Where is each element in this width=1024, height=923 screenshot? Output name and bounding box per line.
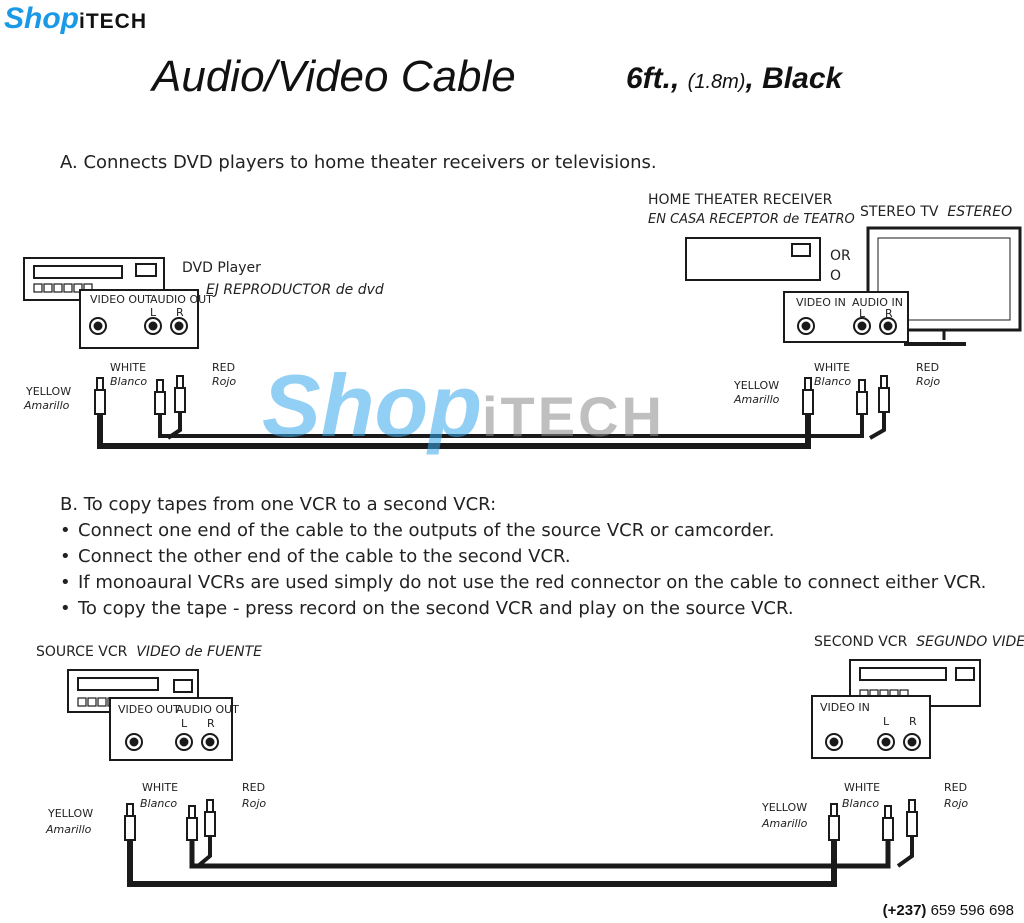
watermark-shop-text: Shop (262, 356, 482, 455)
dvd-panel-right: R (176, 306, 184, 319)
instruction-list: Connect one end of the cable to the outp… (60, 518, 986, 622)
source-vcr-panel-right: R (207, 717, 215, 730)
instruction-item: To copy the tape - press record on the s… (60, 596, 986, 622)
b-right-white-label: WHITE (844, 781, 881, 794)
section-b-heading: B. To copy tapes from one VCR to a secon… (60, 494, 497, 515)
instruction-item: Connect the other end of the cable to th… (60, 544, 986, 570)
a-right-red-label-es: Rojo (916, 375, 941, 388)
brand-logo: ShopiTECH (4, 2, 147, 36)
b-right-red-label-es: Rojo (944, 797, 969, 810)
second-vcr-label: SECOND VCR SEGUNDO VIDEO (814, 634, 1024, 650)
receiver-illustration (685, 237, 821, 281)
tv-label-es: ESTEREO (947, 204, 1013, 220)
spec-color: , Black (745, 62, 843, 95)
a-left-white-label: WHITE (110, 361, 147, 374)
tv-label: STEREO TV ESTEREO (860, 204, 1012, 220)
dvd-panel-audio-out: AUDIO OUT (150, 293, 213, 306)
receiver-jack-audio-l (853, 317, 871, 335)
receiver-jack-audio-r (879, 317, 897, 335)
instruction-item: Connect one end of the cable to the outp… (60, 518, 986, 544)
a-left-red-label: RED (212, 361, 236, 374)
source-vcr-panel-audio-out: AUDIO OUT (176, 703, 239, 716)
a-right-yellow-label: YELLOW (734, 379, 780, 392)
source-vcr-panel-left: L (181, 717, 188, 730)
or-label: OR (830, 248, 851, 264)
dvd-jack-video (89, 317, 107, 335)
dvd-panel-left: L (150, 306, 157, 319)
receiver-panel-video-in: VIDEO IN (796, 296, 846, 309)
source-vcr-label: SOURCE VCR VIDEO de FUENTE (36, 644, 262, 660)
b-left-white-label-es: Blanco (140, 797, 178, 810)
receiver-panel-left: L (859, 307, 866, 320)
spec-length: 6ft., (626, 62, 688, 95)
spec-metric: (1.8m) (687, 71, 746, 93)
a-left-yellow-label: YELLOW (26, 385, 72, 398)
section-a-heading: A. Connects DVD players to home theater … (60, 152, 657, 173)
b-right-yellow-label: YELLOW (762, 801, 808, 814)
second-vcr-jack-audio-r (903, 733, 921, 751)
receiver-label-es: EN CASA RECEPTOR de TEATRO (648, 212, 855, 227)
logo-shop-text: Shop (4, 2, 79, 35)
second-vcr-label-es: SEGUNDO VIDEO (916, 634, 1024, 650)
dvd-panel-video-out: VIDEO OUT (90, 293, 152, 306)
tv-label-en: STEREO TV (860, 204, 939, 220)
second-vcr-panel-right: R (909, 715, 917, 728)
watermark-tech-text: iTECH (481, 385, 665, 448)
cable-a (94, 375, 890, 449)
dvd-player-label: DVD Player (182, 260, 261, 276)
source-vcr-label-en: SOURCE VCR (36, 644, 128, 660)
receiver-jack-video (797, 317, 815, 335)
source-vcr-jack-video (125, 733, 143, 751)
b-right-red-label: RED (944, 781, 968, 794)
source-vcr-panel-video-out: VIDEO OUT (118, 703, 180, 716)
a-left-yellow-label-es: Amarillo (24, 399, 70, 412)
second-vcr-panel-left: L (883, 715, 890, 728)
or-label-es: O (830, 268, 842, 284)
brand-watermark: ShopiTECH (262, 355, 665, 457)
contact-phone: (+237) 659 596 698 (883, 902, 1014, 919)
second-vcr-jack-video (825, 733, 843, 751)
cable-b (124, 799, 918, 887)
second-vcr-jack-audio-l (877, 733, 895, 751)
a-left-white-label-es: Blanco (110, 375, 148, 388)
source-vcr-illustration (67, 669, 233, 761)
b-right-yellow-label-es: Amarillo (762, 817, 808, 830)
b-left-white-label: WHITE (142, 781, 179, 794)
receiver-panel-right: R (885, 307, 893, 320)
instruction-item: If monoaural VCRs are used simply do not… (60, 570, 986, 596)
phone-code: (+237) (882, 902, 927, 919)
second-vcr-illustration (811, 659, 981, 759)
tv-illustration (866, 226, 1022, 346)
a-left-red-label-es: Rojo (212, 375, 237, 388)
product-spec: 6ft., (1.8m), Black (626, 62, 842, 96)
b-right-white-label-es: Blanco (842, 797, 880, 810)
a-right-white-label: WHITE (814, 361, 851, 374)
a-right-red-label: RED (916, 361, 940, 374)
dvd-jack-audio-l (144, 317, 162, 335)
phone-number: 659 596 698 (930, 902, 1014, 919)
b-left-red-label-es: Rojo (242, 797, 267, 810)
second-vcr-label-en: SECOND VCR (814, 634, 908, 650)
logo-tech-text: iTECH (79, 10, 147, 33)
dvd-jack-audio-r (170, 317, 188, 335)
b-left-yellow-label-es: Amarillo (46, 823, 92, 836)
dvd-player-label-es: EJ REPRODUCTOR de dvd (206, 282, 384, 298)
source-vcr-label-es: VIDEO de FUENTE (136, 644, 263, 660)
page-title: Audio/Video Cable (152, 52, 516, 101)
b-left-red-label: RED (242, 781, 266, 794)
a-right-white-label-es: Blanco (814, 375, 852, 388)
source-vcr-jack-audio-r (201, 733, 219, 751)
receiver-panel-audio-in: AUDIO IN (852, 296, 903, 309)
b-left-yellow-label: YELLOW (48, 807, 94, 820)
receiver-label: HOME THEATER RECEIVER (648, 192, 833, 208)
source-vcr-jack-audio-l (175, 733, 193, 751)
a-right-yellow-label-es: Amarillo (734, 393, 780, 406)
second-vcr-panel-video-in: VIDEO IN (820, 701, 870, 714)
